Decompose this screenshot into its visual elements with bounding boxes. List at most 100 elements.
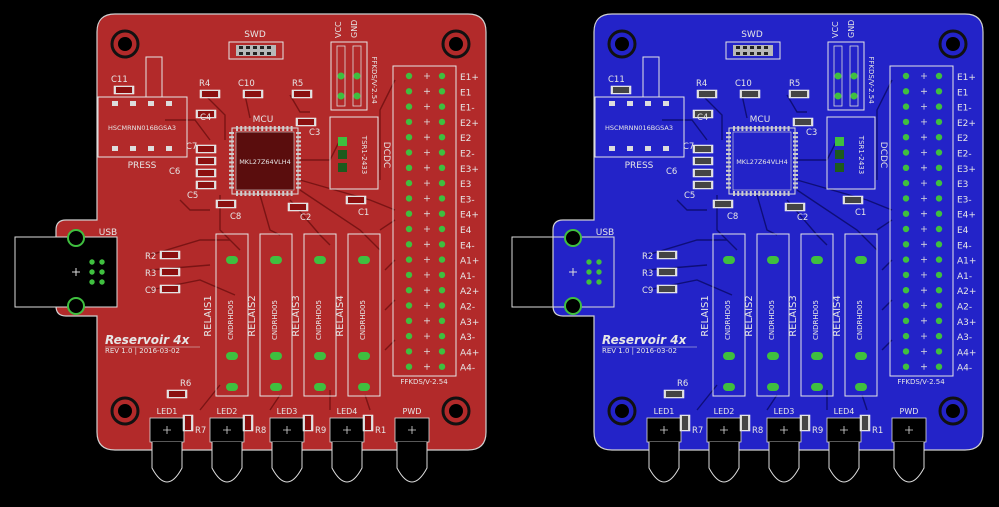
mcu-pin (296, 169, 301, 172)
mcu-pin (793, 169, 798, 172)
relay-label-4: RELAIS4 (335, 295, 346, 337)
sensor-pin (130, 101, 136, 106)
terminal-cross (424, 317, 430, 324)
relay-pad (314, 256, 326, 264)
relay-label-4: RELAIS4 (832, 295, 843, 337)
mcu-pin (749, 191, 752, 196)
mcu-pin (779, 191, 782, 196)
power-pad (834, 92, 842, 100)
mcu-pin (737, 191, 740, 196)
mcu-pin (762, 126, 765, 131)
power-slot (352, 45, 362, 107)
terminal-cross (424, 271, 430, 278)
r3-core (162, 269, 178, 275)
terminal-cross (424, 241, 430, 248)
led-label-2: LED2 (714, 407, 735, 416)
dcdc-pad (338, 163, 347, 172)
mcu-pin (278, 191, 280, 196)
power-pad (353, 92, 361, 100)
terminal-label: E3 (460, 180, 471, 190)
trace (379, 79, 396, 180)
mcu-pin (296, 144, 301, 147)
c3-core (795, 119, 811, 125)
mcu-pin (240, 191, 243, 196)
r6-core (666, 391, 682, 397)
relay-pad (855, 256, 867, 264)
terminal-label: E4- (957, 241, 972, 251)
terminal-pad (438, 72, 446, 80)
mcu-pin (793, 182, 798, 185)
relay-pad (270, 383, 282, 391)
trace (796, 179, 893, 211)
terminal-pad (405, 149, 413, 156)
relay-pad (270, 352, 282, 360)
mcu-outline (231, 127, 299, 195)
power-pad (850, 92, 858, 100)
led-label-5: PWD (900, 407, 919, 416)
mcu-pin (252, 191, 255, 196)
mcu-pin (726, 132, 731, 134)
mcu-pin (236, 126, 238, 131)
terminal-pad (902, 241, 910, 248)
mcu-pin (741, 191, 744, 196)
terminal-cross (424, 210, 430, 217)
terminal-pad (935, 118, 943, 126)
swd-connector-body (236, 45, 276, 56)
led-resistor-core (682, 416, 688, 430)
mcu-pin (229, 161, 234, 164)
terminal-pad (405, 134, 413, 141)
terminal-pad (902, 271, 910, 279)
relay-label-1: RELAIS1 (700, 295, 711, 337)
mcu-pin (229, 153, 234, 155)
terminal-cross (424, 363, 430, 370)
terminal-cross (424, 164, 430, 171)
led-resistor-label: R9 (315, 426, 326, 436)
power-slot (336, 45, 346, 107)
led-resistor-core (742, 416, 748, 430)
c4-label: C4 (200, 113, 211, 123)
terminal-pad (935, 302, 943, 309)
terminal-cross (921, 302, 927, 309)
terminal-label: A1+ (957, 257, 976, 267)
terminal-pad (902, 363, 910, 370)
relay-outline (844, 233, 878, 397)
terminal-pad (405, 317, 413, 324)
terminal-pad (935, 210, 943, 217)
sensor-outline (594, 96, 685, 158)
mcu-pin (265, 126, 268, 131)
swd-pin (267, 46, 271, 49)
swd-connector-body (733, 45, 773, 56)
terminal-label: E3 (957, 180, 968, 190)
terminal-pad (902, 149, 910, 156)
led-label-3: LED3 (774, 407, 795, 416)
mcu-part-label: MKL27Z64VLH4 (736, 158, 788, 166)
c1-core (845, 197, 861, 203)
mcu-pin (726, 153, 731, 155)
mcu-pin (296, 161, 301, 164)
usb-pin (89, 269, 95, 275)
terminal-label: E3+ (957, 165, 976, 175)
usb-pin (89, 279, 95, 285)
led-cross (660, 426, 668, 434)
trace (364, 394, 371, 411)
swd-pin (750, 46, 754, 49)
r2-core (162, 252, 178, 258)
mcu-pin (296, 140, 301, 143)
mcu-pin (726, 182, 731, 185)
terminal-pad (902, 179, 910, 187)
usb-label: USB (99, 228, 117, 238)
terminal-pad (935, 103, 943, 110)
usb-pin (586, 269, 592, 275)
relay-pad (226, 352, 238, 360)
mcu-pin (762, 191, 765, 196)
swd-outline (228, 41, 284, 60)
mcu-pin (737, 126, 740, 131)
relay-pad (358, 352, 370, 360)
relay-part-label: CNDRHD05 (768, 300, 776, 340)
relay-outline (215, 233, 249, 397)
terminal-pad (438, 332, 446, 340)
terminal-pad (902, 256, 910, 263)
relay-part-label: CNDRHD05 (856, 300, 864, 340)
